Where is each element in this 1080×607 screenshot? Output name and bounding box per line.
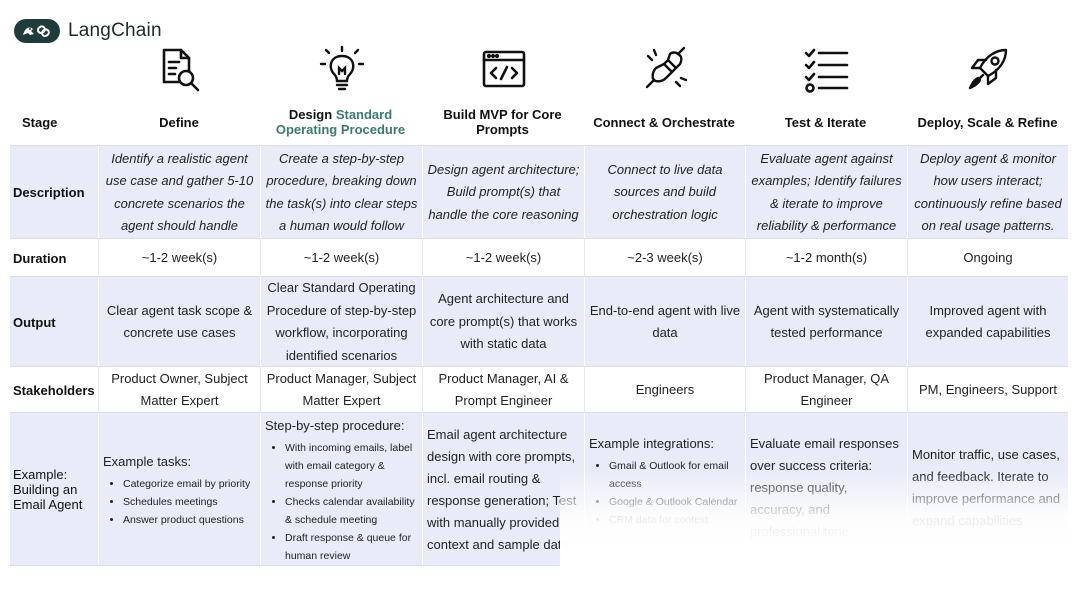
duration-row: Duration ~1-2 week(s) ~1-2 week(s) ~1-2 … <box>10 238 1068 277</box>
stage-test-header: Test & Iterate <box>784 114 867 130</box>
example-cell: Email agent architecture design with cor… <box>422 413 584 566</box>
stage-icons <box>0 44 1080 96</box>
output-cell: Agent architecture and core prompt(s) th… <box>422 277 584 367</box>
example-cell: Monitor traffic, use cases, and feedback… <box>907 413 1068 566</box>
row-label: Stakeholders <box>13 382 95 398</box>
output-cell: Improved agent with expanded capabilitie… <box>907 277 1068 367</box>
stage-connect-header: Connect & Orchestrate <box>593 114 735 130</box>
example-cell: Example tasks: Categorize email by prior… <box>98 413 260 566</box>
stakeholders-cell: PM, Engineers, Support <box>907 367 1068 413</box>
stage-deploy-header: Deploy, Scale & Refine <box>917 114 1058 130</box>
stage-header-row: Stage Define Design Standard Operating P… <box>0 100 1080 144</box>
output-cell: Agent with systematically tested perform… <box>745 277 907 367</box>
row-label: Output <box>13 314 56 330</box>
duration-cell: ~1-2 week(s) <box>98 239 260 277</box>
example-list: With incoming emails, label with email c… <box>265 439 418 565</box>
description-cell: Design agent architecture; Build prompt(… <box>422 146 584 239</box>
example-cell: Example integrations: Gmail & Outlook fo… <box>584 413 745 566</box>
rocket-icon <box>962 44 1014 96</box>
example-cell: Evaluate email responses over success cr… <box>745 413 907 566</box>
duration-cell: ~1-2 week(s) <box>260 239 422 277</box>
stakeholders-row: Stakeholders Product Owner, Subject Matt… <box>10 366 1068 413</box>
stage-column-header: Stage <box>22 114 58 130</box>
plug-connect-icon <box>640 44 692 96</box>
parrot-link-icon <box>14 19 60 43</box>
description-cell: Create a step-by-step procedure, breakin… <box>260 146 422 239</box>
duration-cell: Ongoing <box>907 239 1068 277</box>
brand-logo: LangChain <box>14 19 162 43</box>
stakeholders-cell: Product Manager, Subject Matter Expert <box>260 367 422 413</box>
row-label: Example: Building an Email Agent <box>13 467 83 512</box>
output-cell: Clear agent task scope & concrete use ca… <box>98 277 260 367</box>
description-cell: Deploy agent & monitor how users interac… <box>907 146 1068 239</box>
stakeholders-cell: Product Manager, QA Engineer <box>745 367 907 413</box>
row-label: Duration <box>13 250 67 266</box>
description-cell: Identify a realistic agent use case and … <box>98 146 260 239</box>
duration-cell: ~2-3 week(s) <box>584 239 745 277</box>
example-row: Example: Building an Email Agent Example… <box>10 412 1068 566</box>
stakeholders-cell: Product Owner, Subject Matter Expert <box>98 367 260 413</box>
stakeholders-cell: Product Manager, AI & Prompt Engineer <box>422 367 584 413</box>
example-cell: Step-by-step procedure: With incoming em… <box>260 413 422 566</box>
stakeholders-cell: Engineers <box>584 367 745 413</box>
example-list: Categorize email by priority Schedules m… <box>103 475 250 529</box>
description-row: Description Identify a realistic agent u… <box>10 145 1068 239</box>
document-search-icon <box>153 44 205 96</box>
example-list: Gmail & Outlook for email access Google … <box>589 457 741 529</box>
description-cell: Evaluate agent against examples; Identif… <box>745 146 907 239</box>
code-window-icon <box>478 44 530 96</box>
table-bottom-border <box>10 565 570 566</box>
stage-build-mvp-header: Build MVP for Core Prompts <box>443 107 562 137</box>
description-cell: Connect to live data sources and build o… <box>584 146 745 239</box>
duration-cell: ~1-2 week(s) <box>422 239 584 277</box>
row-label: Description <box>13 185 85 200</box>
lightbulb-icon <box>316 44 368 96</box>
stage-define-header: Define <box>159 114 199 130</box>
brand-name: LangChain <box>68 20 162 41</box>
stage-design-sop-header: Design Standard Operating Procedure <box>275 107 406 137</box>
output-cell: Clear Standard Operating Procedure of st… <box>260 277 422 367</box>
output-row: Output Clear agent task scope & concrete… <box>10 276 1068 367</box>
checklist-icon <box>801 44 853 96</box>
duration-cell: ~1-2 month(s) <box>745 239 907 277</box>
output-cell: End-to-end agent with live data <box>584 277 745 367</box>
